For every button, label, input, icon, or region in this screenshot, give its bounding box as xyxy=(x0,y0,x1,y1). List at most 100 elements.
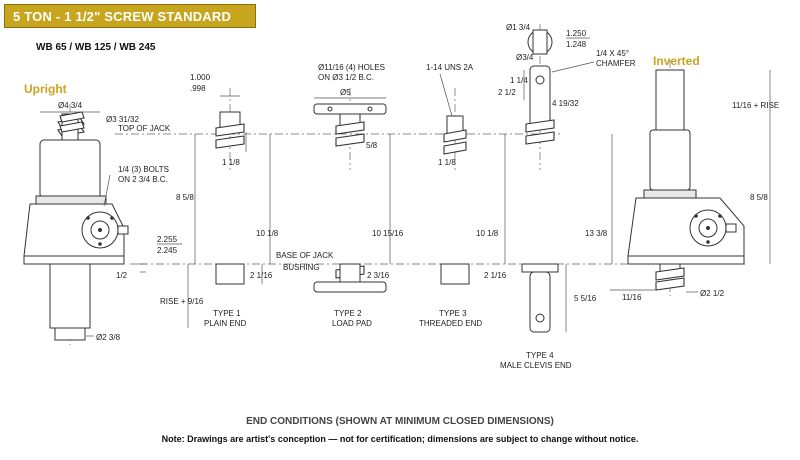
inverted-label: Inverted xyxy=(653,54,700,68)
bolts-text-1: 1/4 (3) BOLTS xyxy=(118,165,169,174)
type3-label-1: TYPE 3 xyxy=(439,309,467,318)
dim-type1-10-1-8: 10 1/8 xyxy=(256,229,279,238)
type2-bottom-neck xyxy=(339,263,361,283)
bushing-text: BUSHING xyxy=(283,263,319,272)
upright-worm-center xyxy=(98,228,102,232)
title-banner: 5 TON - 1 1/2" SCREW STANDARD xyxy=(4,4,256,28)
hole-icon xyxy=(327,106,333,112)
dim-1-248: 1.248 xyxy=(566,40,587,49)
thread-spec-text: 1-14 UNS 2A xyxy=(426,63,474,72)
dim-4-19-32: 4 19/32 xyxy=(552,99,579,108)
type4-pin-hole xyxy=(535,75,545,85)
type2-thread xyxy=(335,121,365,147)
bolt-icon xyxy=(706,240,710,244)
type2-label-1: TYPE 2 xyxy=(334,309,362,318)
dim-d1-3-4: Ø1 3/4 xyxy=(506,23,531,32)
dim-2-245: 2.245 xyxy=(157,246,178,255)
dim-2-255: 2.255 xyxy=(157,235,178,244)
title: 5 TON - 1 1/2" SCREW STANDARD xyxy=(13,9,232,24)
bolts-text-2: ON 2 3/4 B.C. xyxy=(118,175,168,184)
dim-d3-31-32: Ø3 31/32 xyxy=(106,115,139,124)
dim-type3-10-1-8: 10 1/8 xyxy=(476,229,499,238)
type3-label-2: THREADED END xyxy=(419,319,482,328)
base-of-jack-text: BASE OF JACK xyxy=(276,251,334,260)
inverted-worm-center xyxy=(706,226,710,230)
hole-icon xyxy=(367,106,373,112)
dim-11-16-rise: 11/16 + RISE xyxy=(732,101,779,110)
dim-type3-2-1-16: 2 1/16 xyxy=(484,271,507,280)
dim-d4-3-4: Ø4 3/4 xyxy=(58,101,83,110)
dim-10-15-16: 10 15/16 xyxy=(372,229,404,238)
dim-1-1-4: 1 1/4 xyxy=(510,76,528,85)
inverted-base xyxy=(627,255,745,265)
dim-13-3-8: 13 3/8 xyxy=(585,229,608,238)
type4-bottom-flange xyxy=(521,263,559,273)
dim-type1-2-1-16: 2 1/16 xyxy=(250,271,273,280)
dim-d3-4: Ø3/4 xyxy=(516,53,534,62)
type3-threaded-end: 1-14 UNS 2A 1 1/8 10 1/8 2 1/16 TYPE 3 T… xyxy=(419,63,507,328)
dim-d1-000: 1.000 xyxy=(190,73,211,82)
dim-rise-9-16: RISE + 9/16 xyxy=(160,297,204,306)
dim-0-998: .998 xyxy=(190,84,206,93)
type4-label-1: TYPE 4 xyxy=(526,351,554,360)
dim-2-3-16: 2 3/16 xyxy=(367,271,390,280)
disclaimer-note: Note: Drawings are artist's conception —… xyxy=(161,434,639,444)
type4-clevis-body xyxy=(529,65,551,129)
type3-thread xyxy=(443,129,467,155)
type1-thread xyxy=(215,123,245,149)
leader-line xyxy=(551,61,595,73)
model-numbers: WB 65 / WB 125 / WB 245 xyxy=(36,42,156,53)
bolt-icon xyxy=(110,216,114,220)
type4-bottom-pin-hole xyxy=(535,313,545,323)
upright-screw-tube xyxy=(49,263,91,329)
dim-2-1-2: 2 1/2 xyxy=(498,88,516,97)
top-of-jack-text: TOP OF JACK xyxy=(118,124,171,133)
type4-thread xyxy=(525,119,555,145)
leader-line xyxy=(103,174,111,207)
chamfer-text-1: 1/4 X 45° xyxy=(596,49,629,58)
inverted-jack: 11/16 + RISE 8 5/8 11/16 Ø2 1/2 xyxy=(610,60,779,302)
dim-8-5-8-inverted: 8 5/8 xyxy=(750,193,768,202)
type3-bottom-end xyxy=(440,263,470,285)
type2-top-pad xyxy=(313,103,387,115)
type1-label-1: TYPE 1 xyxy=(213,309,241,318)
holes-text-2: ON Ø3 1/2 B.C. xyxy=(318,73,374,82)
dim-d2-1-2: Ø2 1/2 xyxy=(700,289,725,298)
inverted-worm-end xyxy=(725,223,737,233)
dim-type1-1-1-8: 1 1/8 xyxy=(222,158,240,167)
dim-5-8: 5/8 xyxy=(366,141,378,150)
type4-bottom-clevis xyxy=(529,271,551,333)
bolt-icon xyxy=(694,214,698,218)
dim-5-5-16: 5 5/16 xyxy=(574,294,597,303)
upright-screw-flights xyxy=(59,111,85,133)
end-conditions-caption: END CONDITIONS (SHOWN AT MINIMUM CLOSED … xyxy=(246,416,554,427)
inverted-screw-thread xyxy=(655,267,685,291)
type2-load-pad: Ø11/16 (4) HOLES ON Ø3 1/2 B.C. Ø5 5/8 1… xyxy=(276,63,404,328)
upright-tube-end xyxy=(54,327,86,341)
inverted-housing-band xyxy=(643,189,697,199)
dim-type3-1-1-8: 1 1/8 xyxy=(438,158,456,167)
upright-label: Upright xyxy=(24,82,67,96)
bolt-icon xyxy=(718,214,722,218)
upright-housing-band xyxy=(35,195,107,205)
type1-label-2: PLAIN END xyxy=(204,319,246,328)
dim-d5: Ø5 xyxy=(340,88,351,97)
dim-11-16: 11/16 xyxy=(622,293,642,302)
upright-base xyxy=(23,255,125,265)
chamfer-text-2: CHAMFER xyxy=(596,59,636,68)
dim-d2-3-8: Ø2 3/8 xyxy=(96,333,121,342)
type4-male-clevis-end: Ø1 3/4 1.250 1.248 Ø3/4 1/4 X 45° CHAMFE… xyxy=(498,23,636,370)
type4-label-2: MALE CLEVIS END xyxy=(500,361,572,370)
inverted-tube xyxy=(655,69,685,131)
dim-h8-5-8: 8 5/8 xyxy=(176,193,194,202)
type1-plain-end: 1.000 .998 1 1/8 10 1/8 2 1/16 TYPE 1 PL… xyxy=(190,73,279,328)
dim-1-250: 1.250 xyxy=(566,29,587,38)
dim-half: 1/2 xyxy=(116,271,128,280)
type1-bottom-end xyxy=(215,263,245,285)
upright-housing xyxy=(39,139,101,199)
leader-line xyxy=(439,73,453,117)
upright-jack: Ø4 3/4 Ø3 31/32 TOP OF JACK 8 5/8 1/4 (3… xyxy=(23,101,204,345)
type4-clevis-slot xyxy=(532,29,548,55)
holes-text-1: Ø11/16 (4) HOLES xyxy=(318,63,385,72)
